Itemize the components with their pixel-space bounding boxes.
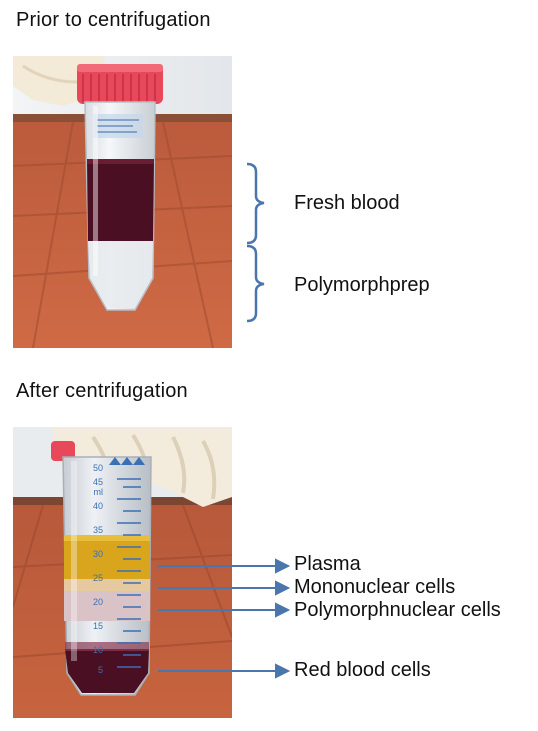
red-blood-cells-arrow bbox=[158, 663, 291, 679]
arrow-group-after bbox=[158, 558, 291, 679]
tube-scale-mark: 25 bbox=[93, 573, 103, 583]
tube-scale-mark: ml bbox=[94, 487, 104, 497]
fresh-blood-label: Fresh blood bbox=[294, 192, 400, 214]
tube-photo-before bbox=[13, 56, 232, 348]
tube-scale-mark: 30 bbox=[93, 549, 103, 559]
plasma-arrow bbox=[158, 558, 291, 574]
tube-scale-mark: 40 bbox=[93, 501, 103, 511]
bracket-group-before bbox=[246, 162, 265, 323]
tube-scale-mark: 15 bbox=[93, 621, 103, 631]
after-centrifugation-title: After centrifugation bbox=[16, 380, 188, 402]
tube-scale-mark: 10 bbox=[93, 645, 103, 655]
tube-scale-mark: 35 bbox=[93, 525, 103, 535]
tube-scale-mark: 20 bbox=[93, 597, 103, 607]
polymorphprep-label: Polymorphprep bbox=[294, 274, 430, 296]
polymorphnuclear-arrow bbox=[158, 602, 291, 618]
red-blood-cells-label: Red blood cells bbox=[294, 659, 431, 681]
mononuclear-cells-label: Mononuclear cells bbox=[294, 576, 456, 598]
tube-scale-mark: 50 bbox=[93, 463, 103, 473]
tube-scale-mark: 5 bbox=[98, 665, 103, 675]
tube-before-illustration bbox=[13, 56, 232, 348]
fresh-blood-bracket bbox=[246, 162, 265, 245]
tube-scale-mark: 45 bbox=[93, 477, 103, 487]
polymorphnuclear-cells-label: Polymorphnuclear cells bbox=[294, 599, 501, 621]
mononuclear-arrow bbox=[158, 580, 291, 596]
before-centrifugation-title: Prior to centrifugation bbox=[16, 9, 211, 31]
plasma-label: Plasma bbox=[294, 553, 361, 575]
polymorphprep-bracket bbox=[246, 244, 265, 323]
